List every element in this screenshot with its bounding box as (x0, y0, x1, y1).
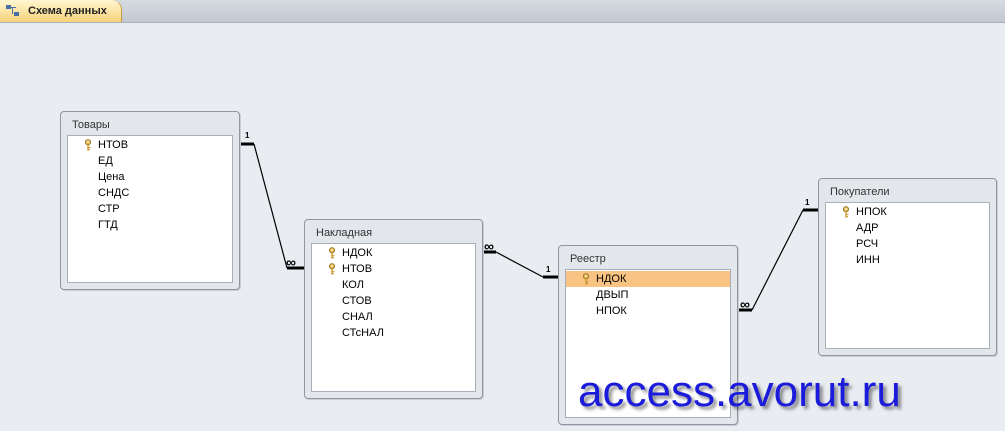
field-row[interactable]: НПОК (566, 303, 730, 319)
watermark: access.avorut.ru (578, 367, 901, 416)
field-row[interactable]: РСЧ (826, 236, 989, 252)
table-pokupateli[interactable]: Покупатели НПОК АДР РСЧ ИНН (818, 178, 997, 356)
table-title: Накладная (316, 227, 373, 239)
primary-key-icon (328, 263, 336, 275)
field-name: ИНН (856, 254, 880, 266)
cardinality-many: ∞ (740, 296, 750, 312)
table-title: Покупатели (830, 186, 890, 198)
primary-key-icon (328, 247, 336, 259)
cardinality-one: 1 (245, 131, 250, 140)
field-row[interactable]: АДР (826, 220, 989, 236)
field-row[interactable]: СНДС (68, 185, 232, 201)
field-row[interactable]: Цена (68, 169, 232, 185)
field-row[interactable]: ИНН (826, 252, 989, 268)
cardinality-one: 1 (546, 265, 551, 274)
field-row[interactable]: НДОК (312, 245, 475, 261)
field-row[interactable]: НТОВ (312, 261, 475, 277)
field-name: СТсНАЛ (342, 327, 384, 339)
field-name: ДВЫП (596, 289, 629, 301)
tab-data-schema[interactable]: Схема данных (0, 0, 122, 22)
document-tab-bar: Схема данных (0, 0, 1005, 23)
field-name: СТР (98, 203, 120, 215)
primary-key-icon (842, 206, 850, 218)
field-name: СНАЛ (342, 311, 373, 323)
cardinality-many: ∞ (484, 238, 494, 254)
field-name: НПОК (856, 206, 887, 218)
field-name: РСЧ (856, 238, 879, 250)
field-row[interactable]: НДОК (566, 271, 730, 287)
primary-key-icon (582, 273, 590, 285)
table-title: Реестр (570, 253, 606, 265)
field-name: НТОВ (98, 139, 129, 151)
table-title: Товары (72, 119, 110, 131)
field-row[interactable]: СТР (68, 201, 232, 217)
cardinality-one: 1 (805, 198, 810, 207)
field-row[interactable]: ЕД (68, 153, 232, 169)
field-name: КОЛ (342, 279, 364, 291)
field-name: НДОК (596, 273, 627, 285)
field-row[interactable]: КОЛ (312, 277, 475, 293)
field-list: НДОК НТОВ КОЛ СТОВ СНАЛ СТсНАЛ (311, 243, 476, 392)
field-row[interactable]: ГТД (68, 217, 232, 233)
field-row[interactable]: НТОВ (68, 137, 232, 153)
field-name: НТОВ (342, 263, 373, 275)
field-name: ЕД (98, 155, 113, 167)
field-name: НПОК (596, 305, 627, 317)
field-list: НПОК АДР РСЧ ИНН (825, 202, 990, 349)
field-row[interactable]: НПОК (826, 204, 989, 220)
relationships-icon (6, 5, 20, 17)
field-row[interactable]: ДВЫП (566, 287, 730, 303)
field-row[interactable]: СТОВ (312, 293, 475, 309)
table-reestr[interactable]: Реестр НДОК ДВЫП НПОК (558, 245, 738, 425)
field-name: СНДС (98, 187, 130, 199)
tab-label: Схема данных (28, 5, 107, 17)
field-name: АДР (856, 222, 879, 234)
field-name: Цена (98, 171, 125, 183)
field-row[interactable]: СТсНАЛ (312, 325, 475, 341)
field-list: НДОК ДВЫП НПОК (565, 269, 731, 418)
field-name: ГТД (98, 219, 118, 231)
field-name: НДОК (342, 247, 373, 259)
field-name: СТОВ (342, 295, 372, 307)
table-nakladnaya[interactable]: Накладная НДОК НТОВ КОЛ СТОВ СНАЛ СТсНАЛ (304, 219, 483, 399)
primary-key-icon (84, 139, 92, 151)
field-row[interactable]: СНАЛ (312, 309, 475, 325)
cardinality-many: ∞ (286, 254, 296, 270)
